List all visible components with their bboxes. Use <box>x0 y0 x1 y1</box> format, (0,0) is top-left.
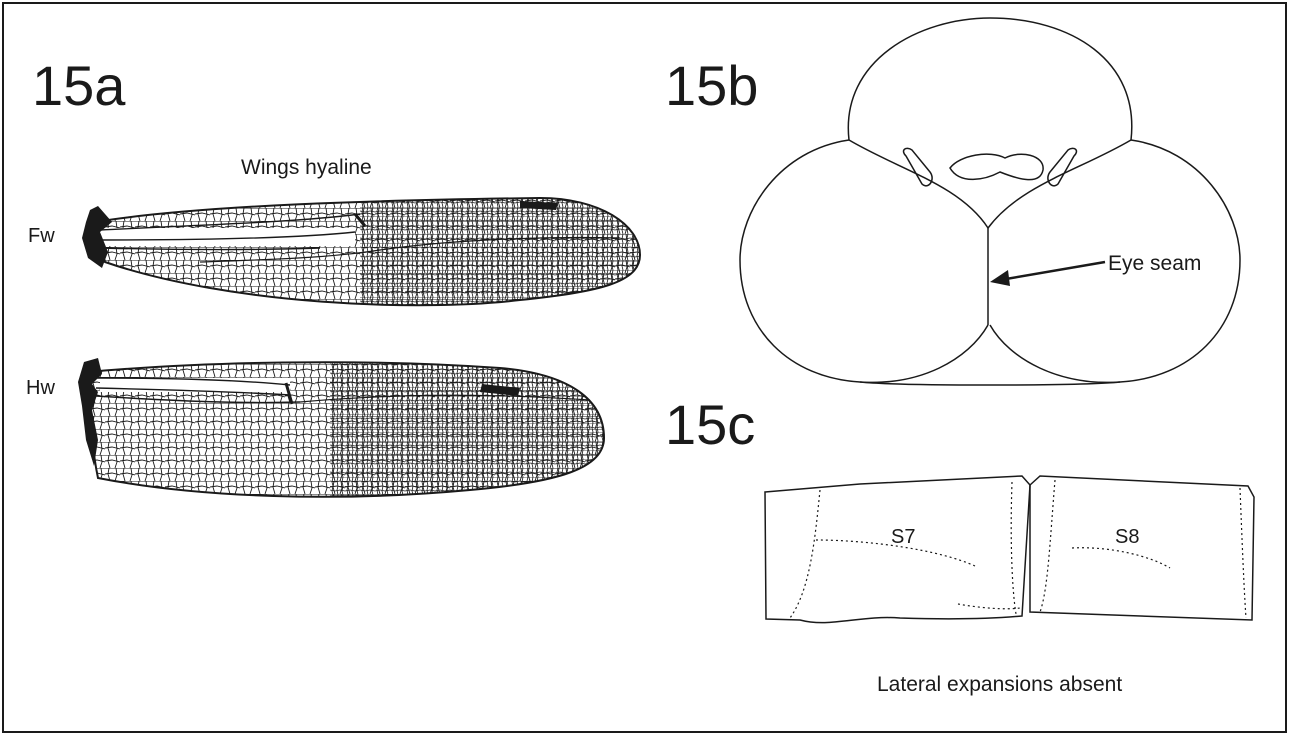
left-eye <box>740 140 988 382</box>
frons <box>950 154 1043 180</box>
head-top-lobe <box>848 18 1131 140</box>
segments-drawing <box>765 476 1254 623</box>
head-drawing <box>740 18 1240 385</box>
hindwing-label: Hw <box>26 378 55 398</box>
segment-s8-label: S8 <box>1115 527 1139 547</box>
eye-seam-arrow <box>1000 262 1105 280</box>
wings-caption: Wings hyaline <box>241 157 372 178</box>
hindwing-drawing <box>78 355 610 505</box>
panel-label-15b: 15b <box>665 58 758 114</box>
lateral-expansions-caption: Lateral expansions absent <box>877 674 1122 695</box>
segment-s8 <box>1030 476 1254 620</box>
forewing-drawing <box>82 195 650 315</box>
segment-s7 <box>765 476 1030 623</box>
eye-seam-label: Eye seam <box>1108 253 1201 274</box>
right-antenna <box>1048 148 1077 185</box>
panel-label-15c: 15c <box>665 397 755 453</box>
panel-label-15a: 15a <box>32 58 125 114</box>
segment-s7-label: S7 <box>891 527 915 547</box>
forewing-label: Fw <box>28 226 55 246</box>
